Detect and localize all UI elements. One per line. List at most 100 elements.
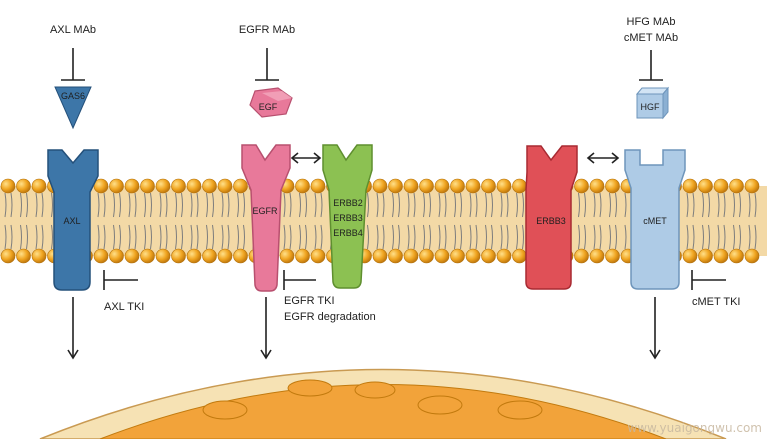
erbb3-green-label: ERBB3 bbox=[333, 213, 363, 223]
lipid-tail bbox=[144, 192, 146, 218]
lipid-head bbox=[744, 248, 760, 264]
lipid-tail bbox=[733, 224, 735, 250]
lipid-tail bbox=[376, 224, 379, 250]
lipid-tail bbox=[314, 192, 317, 218]
lipid-tail bbox=[367, 192, 369, 218]
lipid-head bbox=[729, 248, 744, 264]
lipid-head bbox=[295, 178, 310, 194]
nucleus-pore bbox=[417, 395, 463, 415]
lipid-head bbox=[155, 248, 171, 264]
lipid-head bbox=[496, 248, 512, 264]
lipid-head bbox=[233, 248, 248, 264]
lipid-tail bbox=[97, 224, 100, 250]
lipid-tail bbox=[206, 224, 208, 250]
nucleus-pore bbox=[354, 381, 396, 399]
lipid-tail bbox=[717, 224, 720, 250]
lipid-tail bbox=[692, 224, 695, 250]
lipid-head bbox=[698, 178, 713, 194]
lipid-tail bbox=[237, 192, 239, 218]
lipid-tail bbox=[392, 224, 394, 250]
lipid-tail bbox=[491, 224, 493, 250]
lipid-head bbox=[419, 248, 434, 264]
lipid-tail bbox=[51, 192, 53, 218]
egfr-mab-label: EGFR MAb bbox=[239, 24, 295, 36]
lipid-tail bbox=[196, 224, 199, 250]
lipid-head bbox=[171, 248, 186, 264]
nucleus-pore bbox=[202, 400, 248, 420]
cmet-receptor: cMET bbox=[624, 149, 686, 290]
lipid-tail bbox=[113, 192, 115, 218]
lipid-tail bbox=[134, 224, 137, 250]
lipid-tail bbox=[615, 224, 617, 250]
egf-label: EGF bbox=[259, 102, 278, 112]
lipid-tail bbox=[283, 192, 286, 218]
lipid-tail bbox=[190, 224, 193, 250]
lipid-head bbox=[388, 178, 403, 194]
lipid-head bbox=[0, 248, 16, 264]
lipid-head bbox=[574, 178, 589, 194]
lipid-tail bbox=[212, 224, 214, 250]
lipid-tail bbox=[485, 192, 487, 218]
lipid-tail bbox=[243, 192, 245, 218]
lipid-tail bbox=[723, 224, 726, 250]
lipid-tail bbox=[578, 192, 580, 218]
lipid-tail bbox=[460, 192, 462, 218]
lipid-tail bbox=[754, 192, 757, 218]
erbb3-red-label: ERBB3 bbox=[536, 216, 566, 226]
lipid-head bbox=[16, 248, 31, 264]
lipid-tail bbox=[181, 224, 183, 250]
lipid-head bbox=[186, 248, 202, 264]
lipid-tail bbox=[413, 224, 416, 250]
lipid-tail bbox=[438, 192, 441, 218]
lipid-tail bbox=[320, 224, 323, 250]
lipid-tail bbox=[739, 192, 741, 218]
lipid-tail bbox=[128, 224, 131, 250]
lipid-tail bbox=[578, 224, 580, 250]
lipid-tail bbox=[609, 192, 611, 218]
lipid-tail bbox=[593, 224, 596, 250]
lipid-head bbox=[512, 178, 527, 194]
lipid-tail bbox=[438, 224, 441, 250]
lipid-head bbox=[202, 178, 217, 194]
lipid-tail bbox=[506, 192, 509, 218]
lipid-head bbox=[605, 248, 620, 264]
lipid-tail bbox=[454, 224, 456, 250]
lipid-tail bbox=[624, 192, 627, 218]
axl-mab-label: AXL MAb bbox=[50, 24, 96, 36]
egf-ligand: EGF bbox=[249, 87, 293, 118]
lipid-tail bbox=[708, 224, 710, 250]
lipid-tail bbox=[506, 224, 509, 250]
lipid-head bbox=[605, 178, 620, 194]
lipid-tail bbox=[134, 192, 137, 218]
lipid-tail bbox=[423, 224, 425, 250]
lipid-tail bbox=[398, 192, 400, 218]
nucleus bbox=[39, 368, 727, 439]
lipid-tail bbox=[522, 224, 524, 250]
lipid-head bbox=[713, 178, 729, 194]
lipid-tail bbox=[460, 224, 462, 250]
inhibitor-lines bbox=[61, 48, 726, 290]
lipid-tail bbox=[4, 192, 7, 218]
lipid-tail bbox=[165, 224, 168, 250]
lipid-tail bbox=[20, 224, 22, 250]
lipid-tail bbox=[283, 224, 286, 250]
lipid-head bbox=[279, 248, 295, 264]
lipid-head bbox=[93, 248, 109, 264]
lipid-tail bbox=[41, 192, 44, 218]
lipid-tail bbox=[407, 224, 410, 250]
cmet-label: cMET bbox=[643, 216, 667, 226]
lipid-tail bbox=[733, 192, 735, 218]
lipid-head bbox=[481, 178, 496, 194]
egfr-label: EGFR bbox=[252, 206, 278, 216]
lipid-tail bbox=[243, 224, 245, 250]
lipid-head bbox=[171, 178, 186, 194]
lipid-tail bbox=[392, 192, 394, 218]
lipid-tail bbox=[237, 224, 239, 250]
lipid-tail bbox=[212, 192, 214, 218]
axl-tki-label: AXL TKI bbox=[104, 301, 144, 313]
lipid-tail bbox=[175, 192, 177, 218]
lipid-tail bbox=[97, 192, 100, 218]
lipid-head bbox=[295, 248, 310, 264]
lipid-tail bbox=[175, 224, 177, 250]
lipid-head bbox=[434, 178, 450, 194]
